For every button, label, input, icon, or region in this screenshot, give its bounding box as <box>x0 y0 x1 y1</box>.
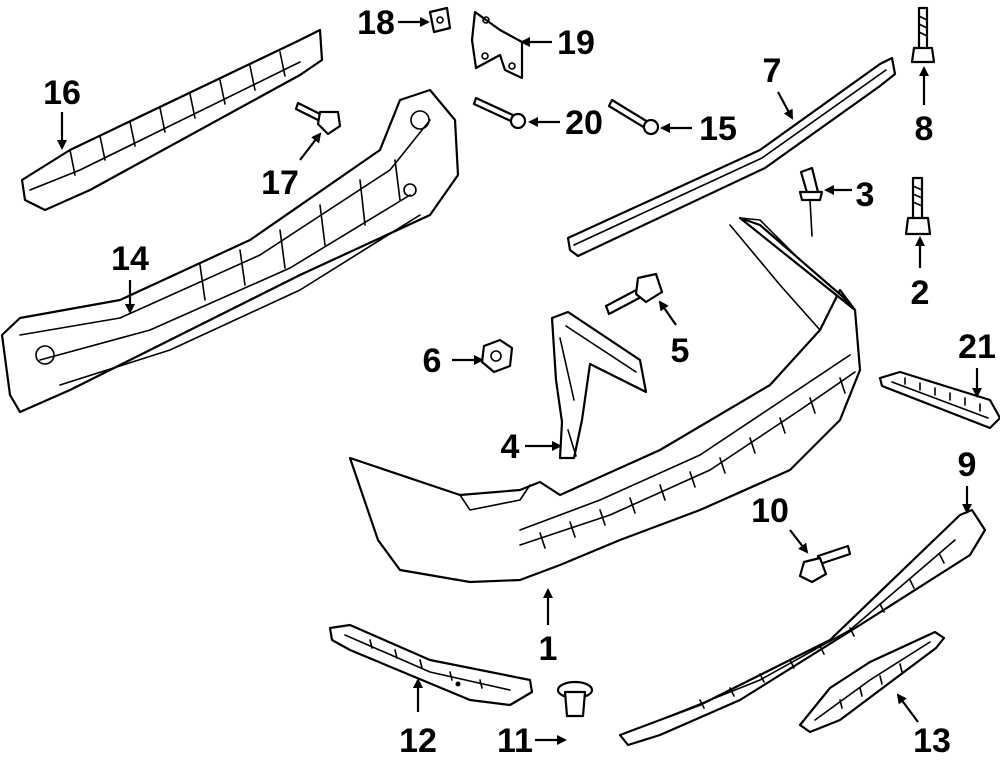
callout-9: 9 <box>958 446 977 484</box>
leader-17 <box>299 132 322 161</box>
leader-5 <box>658 300 677 326</box>
part-11-plug <box>556 680 594 718</box>
callout-15: 15 <box>699 110 737 148</box>
part-19-bracket <box>470 10 524 80</box>
callout-11: 11 <box>497 722 533 760</box>
callout-13: 13 <box>913 722 951 760</box>
callout-5: 5 <box>671 332 690 370</box>
callout-2: 2 <box>911 274 930 312</box>
part-5-bolt <box>604 272 664 316</box>
part-1-bumper-cover <box>348 216 862 584</box>
part-4-side-bracket <box>550 310 648 460</box>
callout-14: 14 <box>111 240 149 278</box>
part-7-molding <box>566 56 897 258</box>
callout-16: 16 <box>43 74 81 112</box>
part-3-push-pin <box>798 166 824 237</box>
leader-10 <box>789 529 809 554</box>
callout-4: 4 <box>501 428 520 466</box>
leader-13 <box>896 693 919 723</box>
callout-labels: 1 2 3 4 5 6 7 8 9 10 11 12 13 14 15 16 1… <box>43 4 996 760</box>
part-10-bolt <box>798 544 852 584</box>
part-12-left-trim <box>328 623 534 707</box>
leader-arrows <box>57 17 982 745</box>
callout-3: 3 <box>856 176 875 214</box>
part-8-bolt <box>910 6 936 64</box>
part-18-clip <box>428 6 452 34</box>
part-17-bolt <box>294 101 342 136</box>
callout-18: 18 <box>357 4 395 42</box>
callout-21: 21 <box>958 328 996 366</box>
part-20-bolt <box>472 96 527 130</box>
part-2-bolt <box>904 176 932 236</box>
part-9-lower-valance <box>618 508 987 747</box>
callout-19: 19 <box>557 24 595 62</box>
part-13-right-trim <box>798 630 946 734</box>
callout-8: 8 <box>915 110 934 148</box>
part-6-nut <box>480 338 514 374</box>
part-14-bumper-reinforcement <box>0 88 460 414</box>
callout-6: 6 <box>423 342 442 380</box>
callout-7: 7 <box>763 52 782 90</box>
part-16-energy-absorber <box>20 28 324 212</box>
callout-12: 12 <box>399 722 437 760</box>
callout-10: 10 <box>751 492 789 530</box>
part-21-reflector <box>878 370 1000 430</box>
part-15-bolt <box>607 98 660 136</box>
callout-17: 17 <box>261 164 299 202</box>
callout-1: 1 <box>539 630 558 668</box>
leader-7 <box>777 91 793 120</box>
callout-20: 20 <box>565 104 603 142</box>
